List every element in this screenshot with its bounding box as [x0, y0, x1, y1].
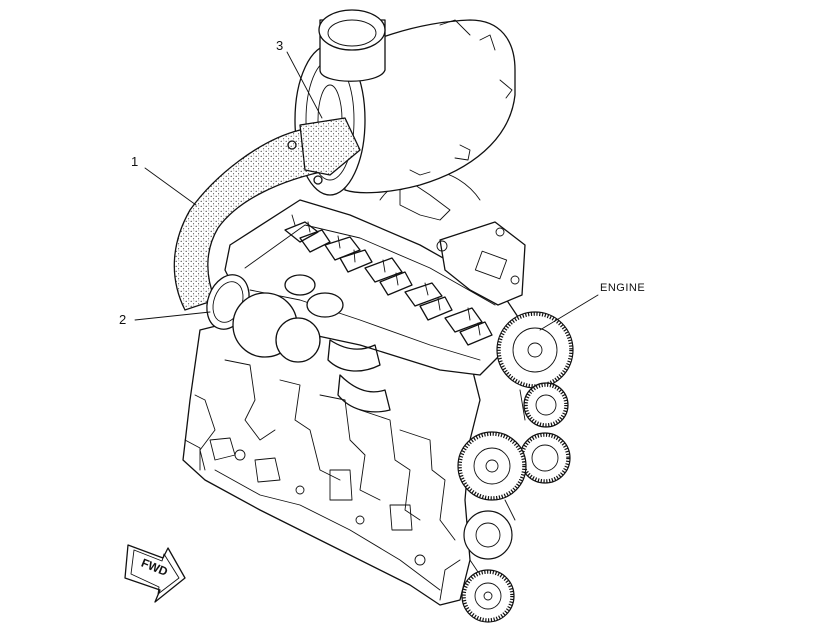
turbocharger: [232, 274, 391, 413]
engine-callout: ENGINE: [539, 282, 645, 331]
forward-direction-arrow: FWD: [124, 544, 186, 603]
callout-3-label: 3: [276, 38, 283, 53]
callout-2: 2: [119, 311, 211, 327]
callout-1-label: 1: [131, 154, 138, 169]
callout-2-label: 2: [119, 312, 126, 327]
callout-1: 1: [131, 154, 197, 206]
engine-label: ENGINE: [600, 282, 645, 294]
air-intake-hose: [173, 117, 361, 311]
air-inlet: [318, 9, 386, 82]
callout-3: 3: [276, 38, 323, 119]
gear-train: [457, 311, 574, 623]
rocker-arm-group: [284, 214, 493, 346]
